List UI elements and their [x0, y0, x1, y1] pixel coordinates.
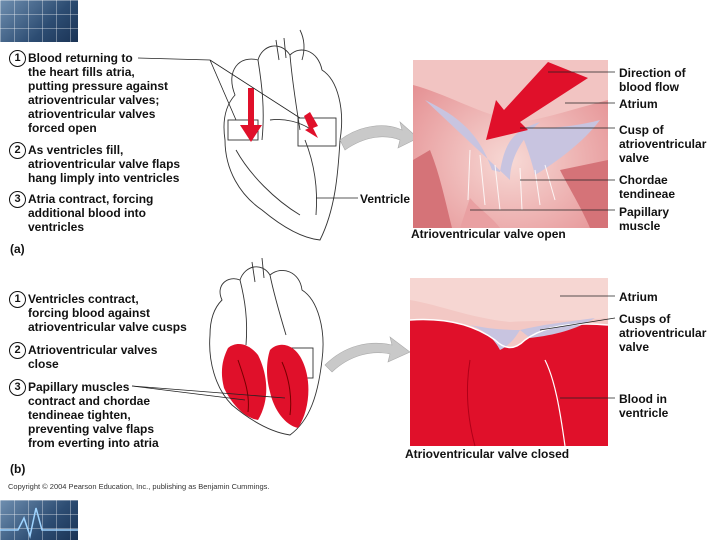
step-number: 1 [9, 50, 26, 67]
step-b-3: 3 Papillary muscles contract and chordae… [9, 379, 159, 450]
corner-decoration-top [0, 0, 78, 42]
heart-illustration-open [223, 29, 343, 241]
step-text: Atrioventricular valves close [28, 343, 158, 371]
step-number: 2 [9, 342, 26, 359]
leader-lines-b [131, 385, 286, 401]
ventricle-blood-left [221, 344, 267, 420]
ventricle-blood-right [267, 344, 309, 428]
direction-of-blood-flow-label: Direction of blood flow [619, 66, 686, 94]
part-a-label: (a) [10, 242, 25, 256]
step-text: Papillary muscles contract and chordae t… [28, 380, 159, 450]
step-a-2: 2 As ventricles fill, atrioventricular v… [9, 142, 181, 185]
step-text: Atria contract, forcing additional blood… [28, 192, 154, 234]
step-a-3: 3 Atria contract, forcing additional blo… [9, 191, 154, 234]
closeup-valve-open [413, 60, 608, 228]
step-text: Blood returning to the heart fills atria… [28, 51, 169, 135]
step-number: 3 [9, 191, 26, 208]
blood-in-ventricle-label: Blood in ventricle [619, 392, 669, 420]
step-number: 2 [9, 142, 26, 159]
blood-flow-arrow-left [240, 88, 262, 142]
atrium-label-b: Atrium [619, 290, 658, 304]
zoom-arrow-a [339, 121, 419, 151]
step-a-1: 1 Blood returning to the heart fills atr… [9, 50, 169, 135]
step-text: As ventricles fill, atrioventricular val… [28, 143, 181, 185]
step-number: 3 [9, 379, 26, 396]
caption-open: Atrioventricular valve open [411, 227, 566, 241]
step-b-1: 1 Ventricles contract, forcing blood aga… [9, 291, 187, 334]
papillary-muscle-label: Papillary muscle [619, 205, 670, 233]
cusps-label: Cusps of atrioventricular valve [619, 312, 707, 354]
closeup-valve-closed [409, 278, 609, 447]
caption-closed: Atrioventricular valve closed [405, 447, 570, 461]
step-number: 1 [9, 291, 26, 308]
blood-flow-arrow-right [304, 112, 318, 138]
step-b-2: 2 Atrioventricular valves close [9, 342, 158, 371]
part-b-label: (b) [10, 462, 26, 476]
leader-lines-a-right [470, 71, 615, 211]
zoom-arrow-b [324, 336, 411, 373]
ventricle-label: Ventricle [360, 192, 411, 206]
chordae-tendineae-label: Chordae tendineae [619, 173, 676, 201]
leader-lines-b-right [539, 295, 616, 399]
corner-decoration-bottom [0, 500, 78, 540]
step-text: Ventricles contract, forcing blood again… [28, 292, 187, 334]
leader-lines-a [137, 57, 358, 199]
atrium-label-a: Atrium [619, 97, 658, 111]
direction-arrow-open [486, 62, 588, 140]
copyright-notice: Copyright © 2004 Pearson Education, Inc.… [8, 482, 270, 491]
cusp-label: Cusp of atrioventricular valve [619, 123, 707, 165]
